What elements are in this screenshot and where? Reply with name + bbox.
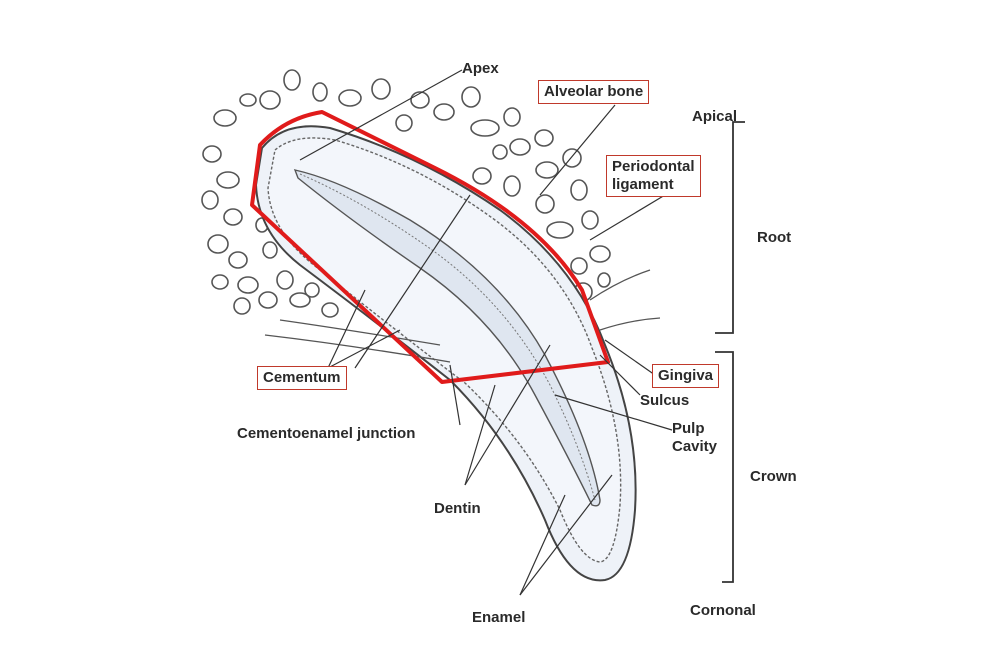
gingiva-label: Gingiva bbox=[652, 364, 720, 388]
cementum-label: Cementum bbox=[257, 366, 347, 390]
apex-label: Apex bbox=[462, 60, 499, 77]
gingiva-lines bbox=[264, 269, 661, 363]
pulp-line2: Cavity bbox=[672, 438, 718, 455]
crown-label: Crown bbox=[750, 468, 797, 485]
periodontal-line2: ligament bbox=[612, 176, 674, 193]
pulp-cavity-label: Pulp Cavity bbox=[672, 420, 717, 456]
alveolar-bone-label: Alveolar bone bbox=[538, 80, 650, 104]
enamel-label: Enamel bbox=[472, 609, 526, 626]
periodontal-line1: Periodontal bbox=[612, 158, 695, 175]
leader-lines bbox=[299, 69, 673, 596]
periodontal-ligament-label: Periodontal ligament bbox=[606, 155, 701, 197]
coronal-label: Cornonal bbox=[690, 602, 756, 619]
pulp-line1: Pulp bbox=[672, 420, 705, 437]
dentin-label: Dentin bbox=[434, 500, 481, 517]
brackets bbox=[715, 121, 745, 583]
cementoenamel-junction-label: Cementoenamel junction bbox=[237, 425, 416, 442]
apical-label: Apical bbox=[692, 108, 738, 125]
sulcus-label: Sulcus bbox=[640, 392, 690, 409]
root-label: Root bbox=[757, 229, 792, 246]
highlight-outline bbox=[250, 110, 610, 384]
